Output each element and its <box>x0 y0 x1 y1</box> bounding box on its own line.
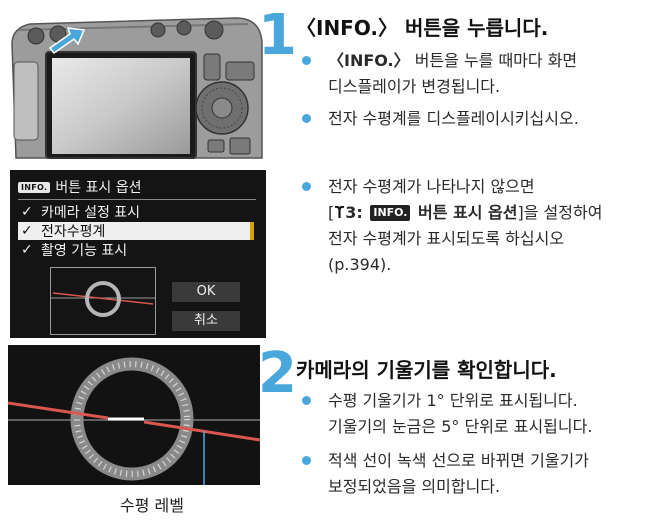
bullet-dot <box>302 114 311 123</box>
menu-item-label: 카메라 설정 표시 <box>41 205 141 221</box>
step-1-bullet-1: 〈INFO.〉 버튼을 누를 때마다 화면 디스플레이가 변경됩니다. <box>302 48 577 100</box>
check-icon: ✓ <box>21 204 33 220</box>
level-scale-ticks <box>74 361 190 477</box>
step-number-1: 1 <box>258 3 297 68</box>
step-1-title: 〈INFO.〉 버튼을 누릅니다. <box>296 16 549 40</box>
tilt-indicator-right <box>143 420 260 442</box>
level-preview-thumbnail <box>50 267 156 335</box>
wrench-icon <box>334 205 345 218</box>
menu-title-text: 버튼 표시 옵션 <box>55 180 142 196</box>
step-2-bullet-2: 적색 선이 녹색 선으로 바뀌면 기울기가 보정되었음을 의미합니다. <box>302 448 589 500</box>
step-2-title: 카메라의 기울기를 확인합니다. <box>296 358 557 382</box>
check-icon: ✓ <box>21 223 33 239</box>
bullet-dot <box>302 56 311 65</box>
info-button-badge: INFO. <box>370 205 411 221</box>
menu-item-label: 전자수평계 <box>41 224 106 240</box>
ok-button[interactable]: OK <box>172 282 240 302</box>
bullet-dot <box>302 182 311 191</box>
camera-back-illustration <box>8 8 266 162</box>
info-button-display-options-screen: INFO. 버튼 표시 옵션 ✓ 카메라 설정 표시 ✓ 전자수평계 ✓ 촬영 … <box>10 170 266 338</box>
level-caption: 수평 레벨 <box>120 496 184 515</box>
menu-item-shooting-functions[interactable]: ✓ 촬영 기능 표시 <box>18 241 254 259</box>
electronic-level-display <box>8 345 260 485</box>
tilt-indicator-left <box>8 401 109 420</box>
cancel-button[interactable]: 취소 <box>172 311 240 331</box>
check-icon: ✓ <box>21 242 33 258</box>
step-number-2: 2 <box>258 341 297 406</box>
menu-item-electronic-level[interactable]: ✓ 전자수평계 <box>18 222 254 240</box>
step-1-bullet-3: 전자 수평계가 나타나지 않으면 [3: INFO. 버튼 표시 옵션]을 설정… <box>302 174 602 278</box>
menu-item-camera-settings[interactable]: ✓ 카메라 설정 표시 <box>18 203 254 221</box>
menu-divider <box>18 199 256 200</box>
menu-title: INFO. 버튼 표시 옵션 <box>18 176 142 198</box>
info-badge: INFO. <box>18 181 51 193</box>
bullet-dot <box>302 456 311 465</box>
menu-item-label: 촬영 기능 표시 <box>41 243 128 259</box>
step-1-bullet-2: 전자 수평계를 디스플레이시키십시오. <box>302 106 579 132</box>
bullet-dot <box>302 396 311 405</box>
step-2-bullet-1: 수평 기울기가 1° 단위로 표시됩니다. 기울기의 눈금은 5° 단위로 표시… <box>302 388 592 440</box>
